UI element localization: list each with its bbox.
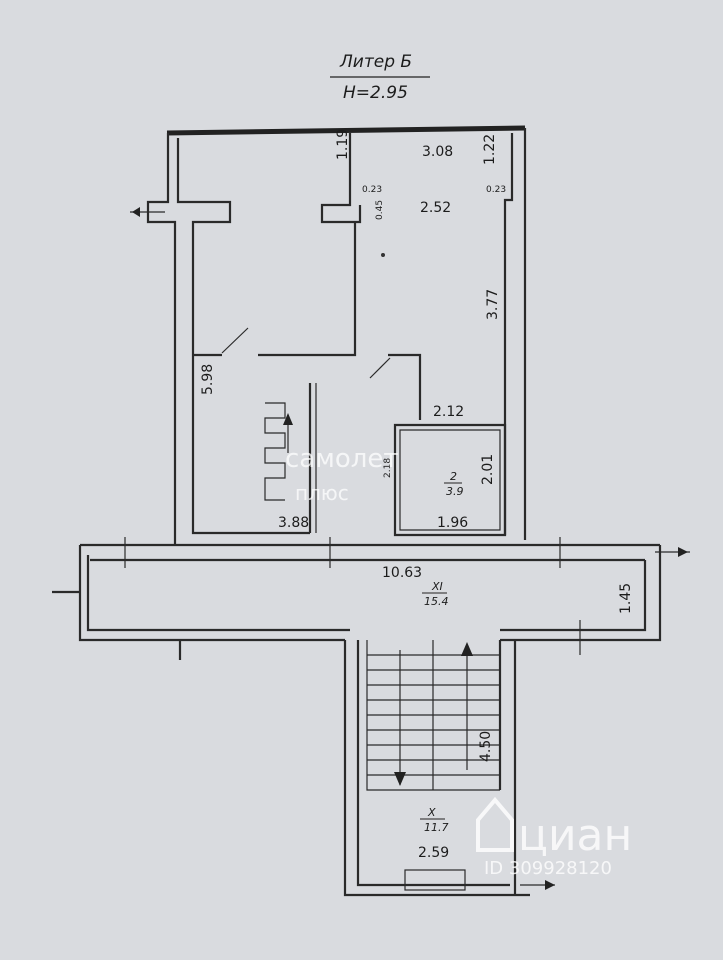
dim-corridor-length: 10.63 [382,565,422,581]
corridor [52,537,690,660]
wc-number: 2 [450,470,457,483]
upper-block [130,125,527,545]
corridor-right-inner [500,560,647,632]
stair-steps [367,654,500,776]
right-inner-wall [503,133,514,535]
door-swing-2 [369,357,391,379]
stair-number: X [427,806,436,819]
room-partition [258,222,357,357]
corridor-left-outer [78,545,345,642]
dim-small-a: 0.23 [362,185,382,195]
corridor-left-inner [86,555,350,632]
dim-wc-top: 2.12 [433,404,464,420]
corridor-number: XI [431,580,443,593]
dim-wc-right: 2.01 [480,454,496,485]
dim-left-wall: 5.98 [200,364,216,395]
ceiling-height: H=2.95 [343,83,408,103]
top-wall [166,125,526,136]
inner-stairs [264,402,286,501]
up-arrow-icon [461,642,473,656]
dim-wc-left: 2.18 [383,458,393,478]
wc-area: 3.9 [446,485,464,498]
dim-small-c: 0.45 [375,200,385,220]
samolet-plus-watermark: плюс [295,481,349,505]
corridor-area: 15.4 [424,595,449,608]
stair-right-walls [498,640,517,895]
cian-id-watermark: ID 309928120 [484,858,612,879]
cian-watermark: циан [518,810,632,861]
door-swing-1 [221,327,249,354]
dim-stair-width: 2.59 [418,845,449,861]
dim-left-niche: 1.19 [335,129,351,160]
plan-title: Литер Б [339,52,412,72]
arrow-bottom-icon [545,880,555,890]
stair-left-outer [343,640,530,897]
arrow-left-icon [132,207,140,217]
wc-room [393,423,507,537]
top-partition [320,133,362,224]
dim-room-top: 2.52 [420,200,451,216]
stair-arrow-icon [283,413,293,425]
stair-door [404,869,466,891]
dim-bottom-left: 3.88 [278,515,309,531]
dim-small-b: 0.23 [486,185,506,195]
down-arrow-icon [394,772,406,786]
stair-left-inner [356,640,510,887]
samolet-watermark: самолет [285,444,399,474]
stair-area: 11.7 [424,821,449,834]
dim-wc-bottom: 1.96 [437,515,468,531]
dim-corridor-width: 1.45 [618,583,634,614]
dim-stair-length: 4.50 [478,731,494,762]
hall-partition [388,353,422,420]
arrow-right-icon [678,547,688,557]
dot-mark [381,253,385,257]
wc-room-inner [399,429,501,531]
cian-logo-icon [476,796,514,852]
dim-right-wall: 3.77 [485,289,501,320]
left-inner-wall [176,138,310,535]
stair-flight-box [366,640,500,791]
corridor-right-outer [500,545,662,642]
dim-top-width: 3.08 [422,144,453,160]
left-outer-wall [146,133,177,545]
main-staircase [343,640,555,897]
dim-right-niche: 1.22 [482,134,498,165]
